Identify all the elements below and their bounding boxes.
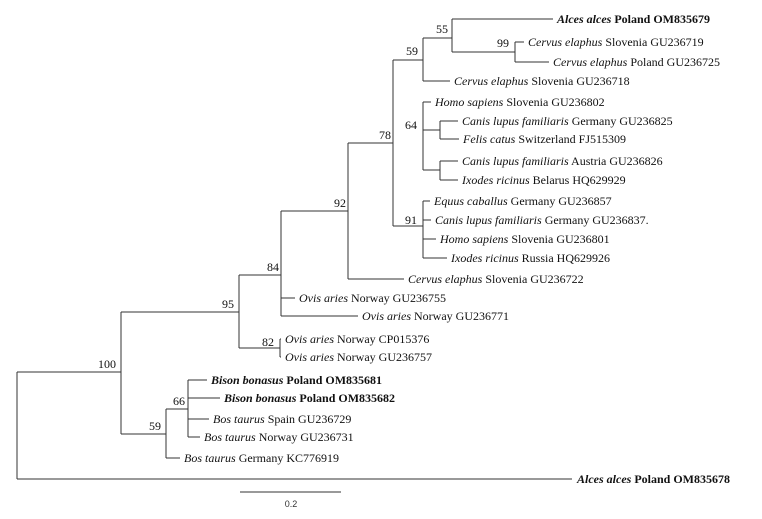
tip-detail: Slovenia GU236722: [482, 272, 583, 286]
tip-detail: Switzerland FJ515309: [515, 132, 626, 146]
support-label: 59: [406, 44, 418, 58]
tip-species: Bison bonasus: [210, 373, 284, 387]
support-label: 92: [334, 196, 346, 210]
tip-detail: Germany GU236837.: [542, 213, 649, 227]
support-label: 64: [405, 118, 417, 132]
tip-species: Cervus elaphus: [454, 74, 529, 88]
tip-label: Homo sapiens Slovenia GU236801: [439, 232, 610, 246]
tip-detail: Austria GU236826: [569, 154, 663, 168]
tip-label: Ixodes ricinus Belarus HQ629929: [461, 173, 626, 187]
support-label: 66: [173, 394, 185, 408]
tip-label: Ovis aries Norway GU236757: [285, 350, 432, 364]
tip-species: Homo sapiens: [439, 232, 509, 246]
tip-detail: Slovenia GU236718: [528, 74, 629, 88]
support-label: 55: [436, 22, 448, 36]
tip-detail: Germany GU236825: [569, 114, 673, 128]
tip-detail: Slovenia GU236801: [508, 232, 609, 246]
tip-species: Cervus elaphus: [528, 35, 603, 49]
tip-label: Canis lupus familiaris Germany GU236825: [462, 114, 673, 128]
tree-branches: [16, 18, 572, 480]
tip-species: Ixodes ricinus: [461, 173, 530, 187]
tip-species: Ovis aries: [362, 309, 411, 323]
tip-label: Cervus elaphus Slovenia GU236718: [454, 74, 630, 88]
tip-species: Bos taurus: [204, 430, 256, 444]
tip-detail: Norway GU236755: [348, 291, 446, 305]
tip-detail: Norway GU236731: [256, 430, 354, 444]
tip-detail: Poland OM835682: [296, 391, 395, 405]
tip-label: Canis lupus familiaris Germany GU236837.: [435, 213, 649, 227]
tip-label: Alces alces Poland OM835679: [556, 12, 710, 26]
tip-detail: Slovenia GU236719: [602, 35, 703, 49]
tip-label: Ixodes ricinus Russia HQ629926: [450, 251, 610, 265]
support-label: 59: [149, 419, 161, 433]
tip-detail: Poland OM835679: [611, 12, 710, 26]
tip-species: Ovis aries: [285, 332, 334, 346]
tip-label: Bos taurus Norway GU236731: [204, 430, 354, 444]
tip-species: Canis lupus familiaris: [462, 114, 569, 128]
support-label: 91: [405, 213, 417, 227]
tip-label: Bison bonasus Poland OM835681: [210, 373, 382, 387]
tip-label: Felis catus Switzerland FJ515309: [462, 132, 626, 146]
support-label: 100: [98, 357, 116, 371]
tip-detail: Norway GU236757: [334, 350, 432, 364]
tip-species: Ovis aries: [285, 350, 334, 364]
support-label: 95: [222, 297, 234, 311]
tip-label: Bos taurus Germany KC776919: [184, 451, 339, 465]
tip-label: Equus caballus Germany GU236857: [433, 194, 612, 208]
tip-species: Homo sapiens: [434, 95, 504, 109]
tip-species: Canis lupus familiaris: [462, 154, 569, 168]
tip-species: Canis lupus familiaris: [435, 213, 542, 227]
support-label: 99: [497, 36, 509, 50]
tip-label: Ovis aries Norway CP015376: [285, 332, 429, 346]
tip-species: Cervus elaphus: [553, 55, 628, 69]
tip-species: Equus caballus: [433, 194, 508, 208]
tip-labels: Alces alces Poland OM835679 Cervus elaph…: [184, 12, 730, 486]
tip-species: Ovis aries: [299, 291, 348, 305]
tip-label: Cervus elaphus Poland GU236725: [553, 55, 720, 69]
tip-detail: Belarus HQ629929: [530, 173, 626, 187]
support-label: 82: [262, 335, 274, 349]
tip-label: Alces alces Poland OM835678: [576, 472, 730, 486]
support-label: 84: [267, 260, 279, 274]
tip-species: Ixodes ricinus: [450, 251, 519, 265]
tip-species: Bos taurus: [213, 412, 265, 426]
tip-label: Bos taurus Spain GU236729: [213, 412, 351, 426]
scale-bar: 0.2: [240, 491, 341, 509]
support-values: 55 99 59 64 78 92 91 84 95 82 100 66 59: [98, 22, 509, 433]
tip-species: Bison bonasus: [223, 391, 297, 405]
tip-label: Cervus elaphus Slovenia GU236722: [408, 272, 584, 286]
tip-detail: Russia HQ629926: [519, 251, 610, 265]
tip-detail: Norway CP015376: [334, 332, 429, 346]
tip-detail: Poland GU236725: [627, 55, 720, 69]
tip-detail: Slovenia GU236802: [503, 95, 604, 109]
tip-species: Alces alces: [556, 12, 612, 26]
tip-label: Homo sapiens Slovenia GU236802: [434, 95, 605, 109]
tip-detail: Germany KC776919: [236, 451, 339, 465]
tip-species: Bos taurus: [184, 451, 236, 465]
tip-detail: Norway GU236771: [411, 309, 509, 323]
tip-detail: Poland OM835681: [283, 373, 382, 387]
tip-species: Felis catus: [462, 132, 516, 146]
tip-label: Ovis aries Norway GU236755: [299, 291, 446, 305]
support-label: 78: [379, 128, 391, 142]
tip-label: Cervus elaphus Slovenia GU236719: [528, 35, 704, 49]
scale-bar-label: 0.2: [285, 499, 298, 509]
tip-label: Ovis aries Norway GU236771: [362, 309, 509, 323]
tip-label: Canis lupus familiaris Austria GU236826: [462, 154, 663, 168]
tip-label: Bison bonasus Poland OM835682: [223, 391, 395, 405]
tip-detail: Germany GU236857: [508, 194, 612, 208]
tip-species: Alces alces: [576, 472, 632, 486]
tip-species: Cervus elaphus: [408, 272, 483, 286]
tip-detail: Spain GU236729: [265, 412, 352, 426]
tip-detail: Poland OM835678: [631, 472, 730, 486]
